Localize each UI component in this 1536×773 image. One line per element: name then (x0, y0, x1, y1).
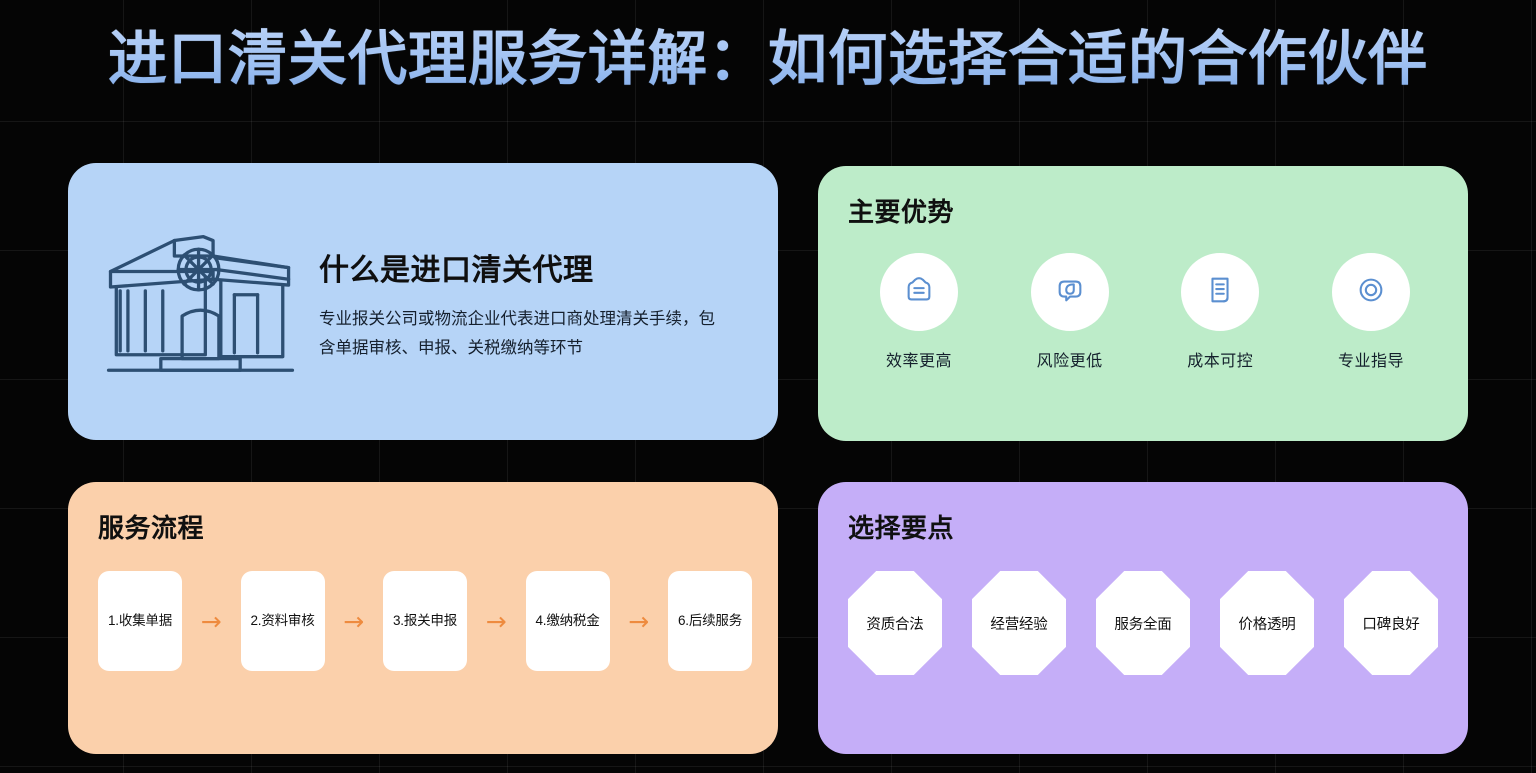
process-step-label: 3.报关申报 (392, 612, 458, 628)
selection-point-label: 资质合法 (866, 616, 924, 633)
process-arrow-icon: → (628, 606, 650, 636)
selection-point: 服务全面 (1096, 571, 1190, 675)
advantage-item: 效率更高 (856, 253, 982, 371)
process-arrow-icon: → (200, 606, 222, 636)
target-circle-icon (1355, 274, 1387, 311)
shield-check-icon (1054, 274, 1086, 311)
advantages-item-list: 效率更高 风险更低 (848, 253, 1442, 371)
advantage-icon-badge (1331, 253, 1410, 331)
advantages-title: 主要优势 (848, 197, 955, 227)
advantage-icon-badge (880, 253, 958, 331)
customs-building-icon (98, 227, 303, 377)
selection-point: 价格透明 (1220, 571, 1314, 675)
advantage-label: 成本可控 (1187, 353, 1254, 370)
card-service-process: 服务流程 1.收集单据 → 2.资料审核 → 3.报关申报 → 4.缴纳税金 →… (68, 482, 778, 754)
process-step: 1.收集单据 (98, 571, 182, 671)
document-lines-icon (1204, 274, 1236, 311)
process-arrow-icon: → (343, 606, 365, 636)
card-key-advantages: 主要优势 效率更高 (818, 166, 1468, 441)
selection-point: 资质合法 (848, 571, 942, 675)
selection-point-label: 价格透明 (1238, 616, 1296, 633)
selection-point-label: 口碑良好 (1362, 616, 1420, 633)
process-step-label: 1.收集单据 (107, 612, 173, 628)
advantage-item: 专业指导 (1308, 253, 1434, 371)
selection-item-list: 资质合法 经营经验 服务全面 价格透明 口碑良好 (848, 571, 1468, 675)
advantage-icon-badge (1181, 253, 1260, 331)
advantage-item: 成本可控 (1157, 253, 1283, 371)
advantage-label: 风险更低 (1036, 353, 1103, 370)
advantage-label: 专业指导 (1337, 353, 1404, 370)
selection-point: 口碑良好 (1344, 571, 1438, 675)
advantage-label: 效率更高 (885, 353, 952, 370)
card-selection-points: 选择要点 资质合法 经营经验 服务全面 价格透明 口碑良好 (818, 482, 1468, 754)
process-title: 服务流程 (98, 513, 205, 543)
envelope-document-icon (903, 274, 935, 311)
process-step-list: 1.收集单据 → 2.资料审核 → 3.报关申报 → 4.缴纳税金 → 6.后续… (98, 571, 778, 671)
selection-point-label: 经营经验 (990, 616, 1048, 633)
process-arrow-icon: → (485, 606, 507, 636)
process-step: 3.报关申报 (383, 571, 467, 671)
process-step: 4.缴纳税金 (525, 571, 610, 671)
selection-point: 经营经验 (972, 571, 1066, 675)
process-step-label: 6.后续服务 (677, 612, 743, 628)
process-step-label: 4.缴纳税金 (535, 612, 600, 628)
what-is-text-block: 什么是进口清关代理 专业报关公司或物流企业代表进口商处理清关手续，包含单据审核、… (319, 241, 752, 362)
card-what-is-customs-agent: 什么是进口清关代理 专业报关公司或物流企业代表进口商处理清关手续，包含单据审核、… (68, 163, 778, 440)
process-step: 2.资料审核 (240, 571, 325, 671)
advantage-item: 风险更低 (1007, 253, 1133, 371)
selection-title: 选择要点 (848, 513, 955, 543)
page-title: 进口清关代理服务详解：如何选择合适的合作伙伴 (0, 26, 1536, 94)
advantage-icon-badge (1030, 253, 1109, 331)
selection-point-label: 服务全面 (1114, 616, 1172, 633)
what-is-description: 专业报关公司或物流企业代表进口商处理清关手续，包含单据审核、申报、关税缴纳等环节 (319, 310, 715, 357)
process-step-label: 2.资料审核 (250, 612, 315, 628)
process-step: 6.后续服务 (668, 571, 752, 671)
what-is-heading: 什么是进口清关代理 (319, 254, 594, 288)
